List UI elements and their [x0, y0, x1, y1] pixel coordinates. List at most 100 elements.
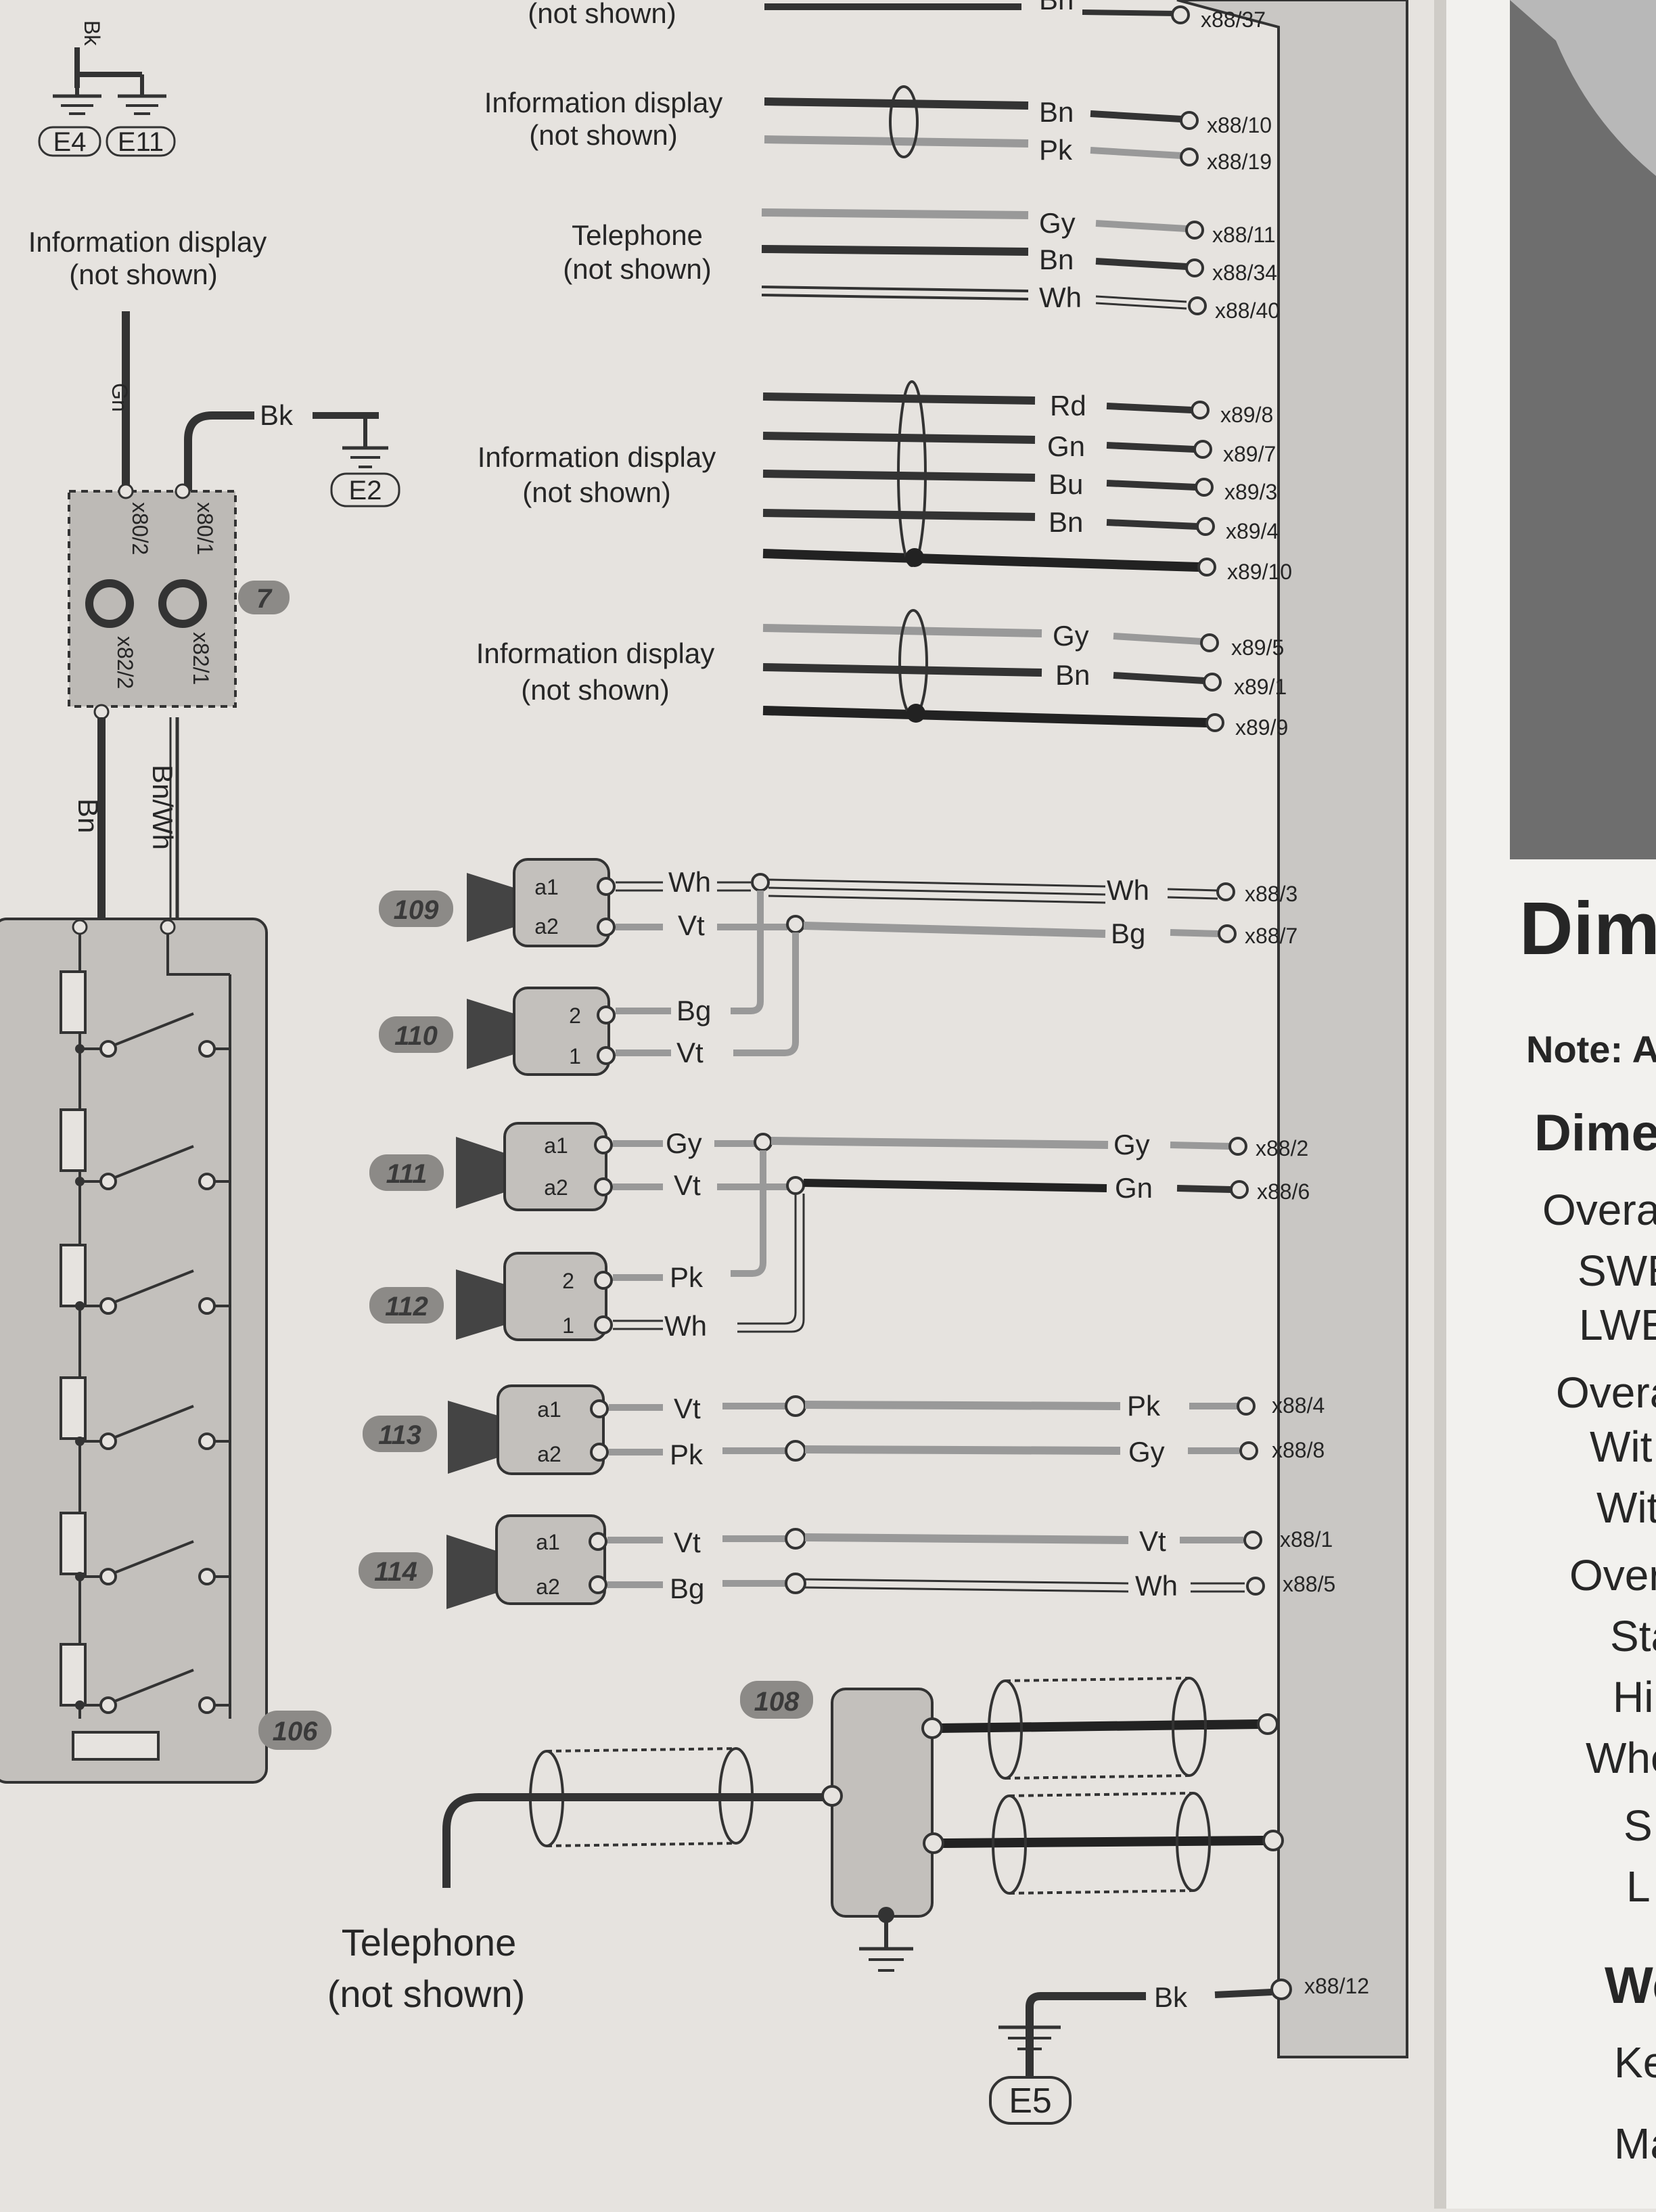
ground-tag-e5-label: E5 [1009, 2081, 1052, 2121]
top-cut-wire: Bn [1039, 0, 1074, 16]
group-0-pin-1: x88/19 [1207, 150, 1272, 174]
pin-dot [1195, 478, 1214, 497]
speaker-112: 112 2 1 [369, 1252, 613, 1341]
speaker-110-wire-0: Bg [676, 995, 711, 1026]
switch-contact-icon [114, 1540, 194, 1574]
group-3-wire-gy: Gy [1053, 620, 1089, 652]
speaker-112-pin-1: 1 [562, 1313, 574, 1338]
pin-dot [1180, 148, 1199, 166]
badge-106-label: 106 [273, 1717, 318, 1746]
ground-icon [53, 94, 101, 115]
speaker-114-wire-0: Vt [674, 1527, 701, 1558]
ground-tag-e11-label: E11 [118, 127, 164, 157]
left-wire-bnwh: Bn/Wh [147, 765, 179, 850]
right-page-photo-highlight [1510, 0, 1656, 176]
speaker-113-pin-0: a1 [537, 1397, 561, 1422]
group-2-sublabel: (not shown) [522, 476, 670, 508]
left-info-label: Information display [28, 226, 267, 258]
pin-dot [1180, 111, 1199, 130]
badge-113 [363, 1416, 437, 1452]
speaker-109-pin-1: a2 [534, 914, 559, 939]
speaker-112-wire-1: Wh [664, 1310, 707, 1342]
speaker-113-bus-pin-0: x88/4 [1272, 1393, 1325, 1418]
speaker-114-bus-wire-1: Wh [1135, 1570, 1178, 1602]
right-note: Note: A [1526, 1028, 1656, 1070]
speaker-111-pin-1: a2 [544, 1175, 568, 1200]
resistor-icon [60, 1244, 87, 1307]
badge-111-label: 111 [386, 1159, 428, 1189]
group-2-wire-rd: Rd [1050, 390, 1086, 422]
group-2-pin-1: x89/7 [1223, 442, 1276, 466]
right-page-line: Overa [1569, 1551, 1656, 1600]
pin-dot [1228, 1137, 1247, 1156]
speaker-113-bus-pin-1: x88/8 [1272, 1438, 1325, 1462]
speaker-110-wire-1: Vt [676, 1037, 704, 1068]
ground-tag-e4-label: E4 [53, 127, 87, 157]
speaker-111-bus-pin-1: x88/6 [1257, 1179, 1310, 1204]
right-page-line: Dime [1534, 1104, 1656, 1162]
pin-dot [1185, 221, 1204, 240]
resistor-icon [60, 970, 87, 1034]
switch-contact-icon [114, 1405, 194, 1439]
speaker-109-pin-0: a1 [534, 875, 559, 899]
speaker-110-pin-0: 2 [569, 1003, 581, 1028]
pin-dot [1193, 440, 1212, 459]
speaker-icon [467, 873, 514, 942]
connector-ring-icon [85, 579, 134, 628]
pin-dot [1191, 401, 1210, 420]
pin-dot [1188, 296, 1207, 315]
ground-icon [118, 94, 166, 115]
resistor-icon [60, 1512, 87, 1575]
speaker-114-pin-1: a2 [536, 1575, 560, 1599]
top-cut-label: (not shown) [528, 0, 676, 29]
connector-x80-x82 [68, 490, 237, 708]
connector-ring-icon [158, 579, 207, 628]
badge-110 [379, 1016, 453, 1053]
group-3-sublabel: (not shown) [521, 674, 669, 706]
right-page-line: Sta [1610, 1612, 1656, 1661]
right-page-line: L [1626, 1862, 1651, 1911]
speaker-icon [456, 1137, 505, 1209]
page-gutter [1434, 0, 1446, 2209]
group-2-wire-gn: Gn [1047, 430, 1085, 462]
group-2-pin-4: x89/10 [1227, 560, 1292, 584]
group-0-pin-0: x88/10 [1207, 113, 1272, 137]
telephone-label: Telephone [342, 1921, 516, 1964]
speaker-111-bus-pin-0: x88/2 [1256, 1136, 1308, 1160]
pin-dot [1239, 1441, 1258, 1460]
speaker-icon [467, 999, 514, 1069]
resistor-icon [60, 1108, 87, 1172]
ground-tag-e5 [989, 2076, 1072, 2125]
pin-dot [1197, 558, 1216, 577]
switch-contact-icon [114, 1669, 194, 1702]
speaker-113: 113 a1 a2 [363, 1384, 609, 1475]
group-1-wire-wh: Wh [1039, 281, 1082, 313]
speaker-110-pin-1: 1 [569, 1044, 581, 1068]
right-page-line: S [1624, 1801, 1653, 1850]
speaker-icon [448, 1401, 498, 1474]
ground-tag-e2-label: E2 [349, 476, 382, 505]
right-page-line: Overall [1542, 1186, 1656, 1234]
badge-111 [369, 1154, 444, 1191]
badge-109 [379, 890, 453, 927]
switch-contact-icon [114, 1269, 194, 1303]
pin-dot [1270, 1979, 1292, 2000]
group-1-pin-2: x88/40 [1215, 298, 1280, 323]
speaker-109-wire-0: Wh [668, 866, 711, 898]
right-page-line: Wit [1596, 1483, 1656, 1532]
speaker-111-pin-0: a1 [544, 1133, 568, 1158]
speaker-114-bus-pin-0: x88/1 [1280, 1527, 1333, 1552]
speaker-114-pin-0: a1 [536, 1530, 560, 1554]
speaker-112-pin-0: 2 [562, 1269, 574, 1293]
speaker-109-bus-wire-0: Wh [1107, 874, 1149, 906]
ground-icon [998, 2025, 1061, 2050]
pin-dot [1237, 1397, 1256, 1416]
right-page-lines: DimeOverallSWELWEOveralWitWitOveraStaHiW… [1534, 1104, 1656, 2168]
badge-110-label: 110 [394, 1021, 438, 1051]
right-page-line: We [1605, 1957, 1656, 2014]
badge-114-label: 114 [374, 1557, 417, 1587]
speaker-111-wire-1: Vt [674, 1169, 701, 1201]
badge-108 [740, 1681, 813, 1719]
group-2-label: Information display [478, 441, 716, 473]
